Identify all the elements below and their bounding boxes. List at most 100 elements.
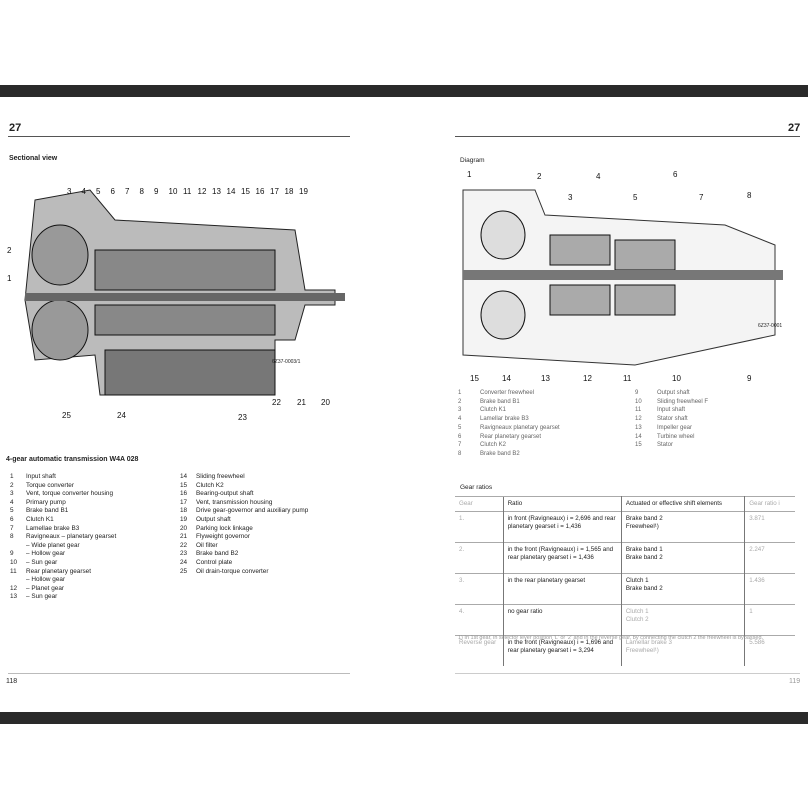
legend-label: Vent, torque converter housing <box>26 490 114 498</box>
legend-label: Brake band B2 <box>196 550 239 558</box>
legend-number: 17 <box>180 498 188 506</box>
callout-number: 8 <box>140 187 145 196</box>
callout-number: 11 <box>183 187 192 196</box>
legend-number: 13 <box>635 424 642 431</box>
table-cell: in the front (Ravigneaux) i = 1,565 and … <box>502 542 622 574</box>
table-cell: 1 <box>744 604 795 636</box>
callout-number: 12 <box>583 374 592 383</box>
table-header: Gear <box>455 496 504 512</box>
legend-number: 6 <box>10 515 14 523</box>
legend-number: 19 <box>180 515 188 523</box>
legend-item: 13– Sun gear <box>10 593 116 602</box>
table-cell: 4. <box>455 604 504 636</box>
table-cell: in front (Ravigneaux) i = 2,696 and rear… <box>502 511 622 543</box>
legend-number: 5 <box>10 507 14 515</box>
callout-number: 25 <box>62 411 71 420</box>
table-cell: in the front (Ravigneaux) i = 1,696 and … <box>502 635 622 666</box>
legend-label: Clutch K1 <box>26 515 54 523</box>
legend-item: 14 Turbine wheel <box>635 433 708 442</box>
callout-number: 10 <box>672 374 681 383</box>
legend-item: 3 Clutch K1 <box>458 406 560 415</box>
legend-label: Clutch K1 <box>480 407 507 414</box>
legend-number: 6 <box>458 433 462 440</box>
legend-label: Torque converter <box>26 481 74 489</box>
callout-number: 15 <box>470 374 479 383</box>
callout-number: 13 <box>541 374 550 383</box>
legend-number: 2 <box>10 481 14 489</box>
callout-number: 2 <box>537 172 542 181</box>
chapter-number: 27 <box>9 122 22 134</box>
legend-number: 12 <box>10 584 18 592</box>
legend-label: Turbine wheel <box>657 433 695 440</box>
legend-item: 16 Bearing-output shaft <box>180 490 308 499</box>
legend-number: 16 <box>180 490 188 498</box>
legend-number: 25 <box>180 567 188 575</box>
legend-item: 12– Planet gear <box>10 585 116 594</box>
legend-number: 3 <box>458 407 462 414</box>
legend-label: Ravigneaux – planetary gearset <box>26 533 117 541</box>
legend-number: 10 <box>10 558 18 566</box>
legend-item: – Hollow gear <box>10 576 116 585</box>
table-cell: 1. <box>455 511 504 543</box>
figure-code: 6Z37-0003/1 <box>272 359 301 365</box>
legend-label: Clutch K2 <box>480 442 507 449</box>
table-cell: 2. <box>455 542 504 574</box>
callout-number: 14 <box>227 187 236 196</box>
callout-number: 20 <box>321 398 330 407</box>
callout-number: 7 <box>125 187 130 196</box>
callout-number: 11 <box>623 374 632 383</box>
legend-item: 11 Rear planetary gearset <box>10 568 116 577</box>
callout-number: 16 <box>256 187 265 196</box>
legend-label: – Wide planet gear <box>26 541 80 549</box>
legend-label: Bearing-output shaft <box>196 490 254 498</box>
legend-number: 15 <box>635 442 642 449</box>
legend-label: Control plate <box>196 558 233 566</box>
legend-number: 7 <box>10 524 14 532</box>
section-title-right: Diagram <box>460 157 485 164</box>
table-cell: 5.586 <box>744 635 795 666</box>
legend-label: Stator <box>657 442 674 449</box>
legend-number: 14 <box>635 433 642 440</box>
table-cell: Clutch 1 Clutch 2 <box>620 604 746 636</box>
legend-label: Lamellae brake B3 <box>26 524 80 532</box>
table-cell: 3. <box>455 573 504 605</box>
legend-item: 7 Lamellae brake B3 <box>10 525 116 534</box>
legend-label: Rear planetary gearset <box>26 567 92 575</box>
legend-label: – Hollow gear <box>26 576 66 584</box>
callout-number: 5 <box>96 187 101 196</box>
table-cell: in the rear planetary gearset <box>502 573 622 605</box>
legend-label: Clutch K2 <box>196 481 224 489</box>
callout-number: 7 <box>699 193 704 202</box>
legend-label: Lamellar brake B3 <box>480 416 529 423</box>
legend-label: Primary pump <box>26 498 66 506</box>
callout-number: 6 <box>111 187 116 196</box>
legend-number: 11 <box>10 567 17 575</box>
legend-number: 3 <box>10 490 14 498</box>
legend-title: 4-gear automatic transmission W4A 028 <box>6 456 139 463</box>
table-header: Gear ratio i <box>744 496 795 512</box>
legend-label: Output shaft <box>196 515 231 523</box>
top-bar <box>0 85 808 97</box>
callout-number: 6 <box>673 170 678 179</box>
legend-label: Impeller gear <box>657 424 693 431</box>
table-cell: no gear ratio <box>502 604 622 636</box>
table-cell: Clutch 1 Brake band 2 <box>620 573 746 605</box>
callout-number: 1 <box>467 170 472 179</box>
legend-label: Oil drain-torque converter <box>196 567 269 575</box>
legend-label: Input shaft <box>657 407 686 414</box>
legend-number: 9 <box>635 390 639 396</box>
legend-label: Stator shaft <box>657 416 688 423</box>
